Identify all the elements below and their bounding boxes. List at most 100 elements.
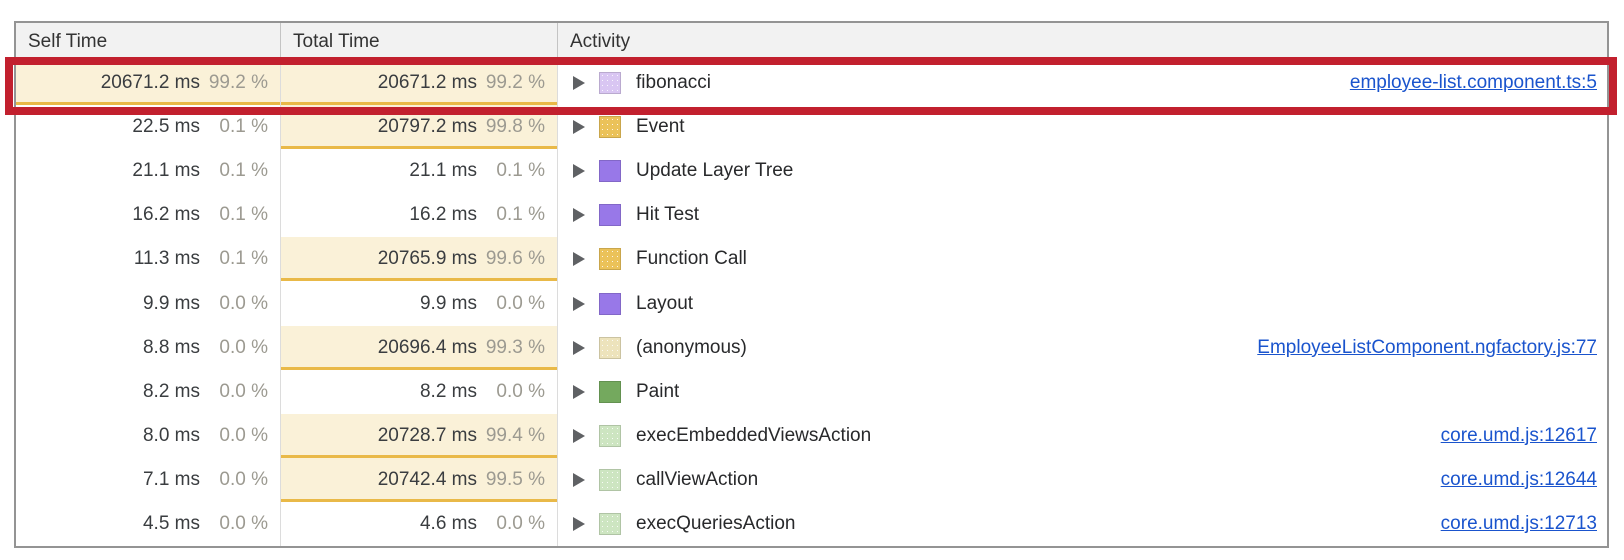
category-color-swatch xyxy=(599,116,621,139)
source-link[interactable]: employee-list.component.ts:5 xyxy=(1349,72,1597,94)
self-time-percent: 0.1 % xyxy=(219,116,268,138)
table-row[interactable]: 21.1 ms 0.1 % 21.1 ms 0.1 % Update Layer… xyxy=(16,149,1607,194)
self-time-cell: 16.2 ms 0.1 % xyxy=(16,193,281,238)
self-time-value: 7.1 ms xyxy=(142,468,200,490)
self-time-cell: 9.9 ms 0.0 % xyxy=(16,281,281,326)
self-time-cell: 22.5 ms 0.1 % xyxy=(16,105,281,150)
total-time-cell: 20728.7 ms 99.4 % xyxy=(281,413,558,458)
activity-label: Layout xyxy=(636,292,694,314)
activity-label: callViewAction xyxy=(636,468,759,490)
expand-arrow-icon[interactable] xyxy=(573,76,585,91)
activity-cell: execQueriesAction core.umd.js:12713 xyxy=(558,502,1607,546)
total-time-percent: 99.6 % xyxy=(485,248,545,270)
column-header-activity[interactable]: Activity xyxy=(570,30,631,52)
total-time-value: 20671.2 ms xyxy=(377,72,477,94)
source-link[interactable]: core.umd.js:12713 xyxy=(1440,512,1597,534)
self-time-percent: 0.1 % xyxy=(219,204,268,226)
total-time-value: 20797.2 ms xyxy=(377,116,477,138)
activity-label: fibonacci xyxy=(636,72,711,94)
expand-arrow-icon[interactable] xyxy=(573,472,585,487)
bottom-up-table: Self Time Total Time Activity 20671.2 ms… xyxy=(14,21,1609,548)
activity-cell: Update Layer Tree xyxy=(558,149,1607,193)
column-header-self-time[interactable]: Self Time xyxy=(16,23,281,60)
activity-cell: Paint xyxy=(558,370,1607,414)
total-time-cell: 21.1 ms 0.1 % xyxy=(281,149,558,194)
activity-cell: Function Call xyxy=(558,237,1607,281)
self-time-percent: 0.1 % xyxy=(219,248,268,270)
total-time-cell: 16.2 ms 0.1 % xyxy=(281,193,558,238)
column-header-total-time[interactable]: Total Time xyxy=(281,23,558,60)
total-time-percent: 0.1 % xyxy=(496,204,545,226)
table-row[interactable]: 7.1 ms 0.0 % 20742.4 ms 99.5 % callViewA… xyxy=(16,457,1607,503)
total-time-cell: 4.6 ms 0.0 % xyxy=(281,501,558,547)
table-header-row: Self Time Total Time Activity xyxy=(16,23,1607,61)
expand-arrow-icon[interactable] xyxy=(573,296,585,311)
table-row[interactable]: 20671.2 ms 99.2 % 20671.2 ms 99.2 % fibo… xyxy=(16,61,1607,106)
total-time-cell: 8.2 ms 0.0 % xyxy=(281,369,558,414)
table-row[interactable]: 9.9 ms 0.0 % 9.9 ms 0.0 % Layout xyxy=(16,281,1607,326)
table-row[interactable]: 4.5 ms 0.0 % 4.6 ms 0.0 % execQueriesAct… xyxy=(16,501,1607,547)
self-time-percent: 0.0 % xyxy=(219,336,268,358)
table-row[interactable]: 8.0 ms 0.0 % 20728.7 ms 99.4 % execEmbed… xyxy=(16,413,1607,458)
category-color-swatch xyxy=(599,248,621,271)
expand-arrow-icon[interactable] xyxy=(573,384,585,399)
table-row[interactable]: 8.2 ms 0.0 % 8.2 ms 0.0 % Paint xyxy=(16,369,1607,414)
total-time-value: 21.1 ms xyxy=(409,160,477,182)
self-time-cell: 7.1 ms 0.0 % xyxy=(16,457,281,502)
self-time-cell: 20671.2 ms 99.2 % xyxy=(16,61,281,106)
source-link[interactable]: EmployeeListComponent.ngfactory.js:77 xyxy=(1257,336,1597,358)
expand-arrow-icon[interactable] xyxy=(573,516,585,531)
activity-label: execQueriesAction xyxy=(636,512,796,534)
total-time-cell: 20797.2 ms 99.8 % xyxy=(281,105,558,150)
expand-arrow-icon[interactable] xyxy=(573,164,585,179)
activity-label: Update Layer Tree xyxy=(636,160,794,182)
total-time-value: 20765.9 ms xyxy=(377,248,477,270)
activity-cell: (anonymous) EmployeeListComponent.ngfact… xyxy=(558,326,1607,370)
category-color-swatch xyxy=(599,512,621,535)
self-time-value: 21.1 ms xyxy=(132,160,200,182)
expand-arrow-icon[interactable] xyxy=(573,428,585,443)
self-time-value: 8.8 ms xyxy=(142,336,200,358)
expand-arrow-icon[interactable] xyxy=(573,252,585,267)
self-time-cell: 8.8 ms 0.0 % xyxy=(16,325,281,370)
activity-label: Event xyxy=(636,116,685,138)
category-color-swatch xyxy=(599,204,621,227)
self-time-percent: 0.0 % xyxy=(219,424,268,446)
source-link[interactable]: core.umd.js:12617 xyxy=(1440,424,1597,446)
self-time-value: 8.2 ms xyxy=(142,380,200,402)
total-time-value: 8.2 ms xyxy=(419,380,477,402)
table-row[interactable]: 8.8 ms 0.0 % 20696.4 ms 99.3 % (anonymou… xyxy=(16,325,1607,370)
total-time-percent: 0.1 % xyxy=(496,160,545,182)
total-time-percent: 99.5 % xyxy=(485,468,545,490)
self-time-cell: 11.3 ms 0.1 % xyxy=(16,237,281,282)
self-time-value: 16.2 ms xyxy=(132,204,200,226)
activity-label: Paint xyxy=(636,380,680,402)
self-time-value: 9.9 ms xyxy=(142,292,200,314)
source-link[interactable]: core.umd.js:12644 xyxy=(1440,468,1597,490)
self-time-percent: 0.0 % xyxy=(219,468,268,490)
total-time-value: 20742.4 ms xyxy=(377,468,477,490)
total-time-percent: 0.0 % xyxy=(496,292,545,314)
self-time-value: 22.5 ms xyxy=(132,116,200,138)
expand-arrow-icon[interactable] xyxy=(573,340,585,355)
category-color-swatch xyxy=(599,292,621,315)
total-time-value: 20696.4 ms xyxy=(377,336,477,358)
expand-arrow-icon[interactable] xyxy=(573,120,585,135)
total-time-value: 16.2 ms xyxy=(409,204,477,226)
table-row[interactable]: 22.5 ms 0.1 % 20797.2 ms 99.8 % Event xyxy=(16,105,1607,150)
category-color-swatch xyxy=(599,468,621,491)
activity-cell: fibonacci employee-list.component.ts:5 xyxy=(558,61,1607,105)
activity-cell: callViewAction core.umd.js:12644 xyxy=(558,458,1607,502)
self-time-value: 20671.2 ms xyxy=(100,72,200,94)
total-time-value: 9.9 ms xyxy=(419,292,477,314)
expand-arrow-icon[interactable] xyxy=(573,208,585,223)
category-color-swatch xyxy=(599,336,621,359)
category-color-swatch xyxy=(599,160,621,183)
self-time-percent: 0.1 % xyxy=(219,160,268,182)
activity-label: Function Call xyxy=(636,248,747,270)
table-row[interactable]: 11.3 ms 0.1 % 20765.9 ms 99.6 % Function… xyxy=(16,237,1607,282)
self-time-value: 8.0 ms xyxy=(142,424,200,446)
total-time-cell: 20671.2 ms 99.2 % xyxy=(281,61,558,106)
activity-label: execEmbeddedViewsAction xyxy=(636,424,872,446)
table-row[interactable]: 16.2 ms 0.1 % 16.2 ms 0.1 % Hit Test xyxy=(16,193,1607,238)
